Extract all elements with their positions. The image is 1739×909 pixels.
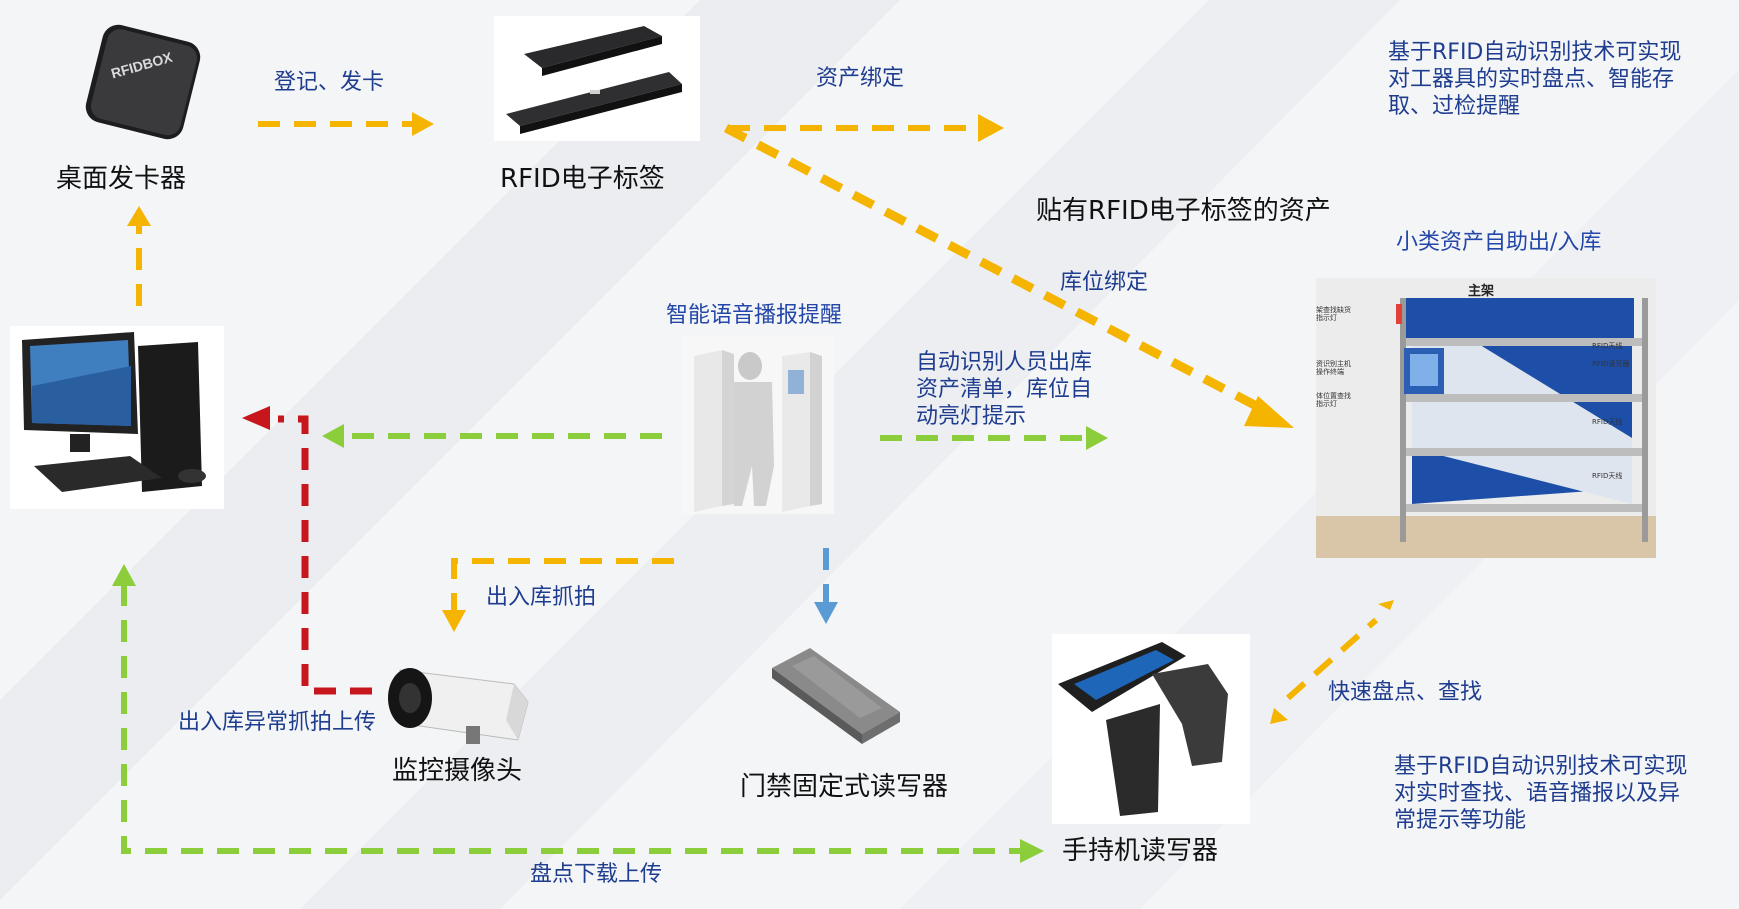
shelf-right-label: RFID天线 — [1592, 472, 1623, 480]
capture-label: 出入库抓拍 — [486, 585, 597, 610]
abnormal-upload-label: 出入库异常抓拍上传 — [178, 710, 377, 735]
top-right-note: 基于RFID自动识别技术可实现 对工器具的实时盘点、智能存 取、过检提醒 — [1388, 40, 1682, 119]
auto-identify-label: 自动识别人员出库 资产清单，库位自 动亮灯提示 — [916, 350, 1093, 429]
gate-reader-device — [772, 648, 900, 744]
handheld-reader-label: 手持机读写器 — [1062, 836, 1219, 866]
rfid-tag-device — [494, 16, 700, 141]
bottom-right-note: 基于RFID自动识别技术可实现 对实时查找、语音播报以及异 常提示等功能 — [1394, 754, 1688, 833]
gate-reader-label: 门禁固定式读写器 — [740, 772, 949, 802]
shelf-header: 主架 — [1468, 284, 1495, 299]
rfid-tag-label: RFID电子标签 — [500, 164, 665, 194]
quick-find-label: 快速盘点、查找 — [1328, 680, 1483, 705]
shelf-right-label: RFID读写器 — [1592, 360, 1630, 368]
card-issuer-label: 桌面发卡器 — [56, 164, 187, 194]
shelf-left-label: 资识别主机 操作终端 — [1316, 360, 1351, 377]
inventory-sync-label: 盘点下载上传 — [530, 862, 663, 887]
self-service-shelf: 主架 架查找缺货 指示灯 资识别主机 操作终端 体位置查找 指示灯 RFID天线… — [1316, 278, 1656, 558]
tagged-asset-label: 贴有RFID电子标签的资产 — [1036, 196, 1331, 226]
handheld-reader-device — [1052, 634, 1250, 824]
camera-label: 监控摄像头 — [392, 756, 523, 786]
camera-device — [388, 668, 529, 744]
location-binding-label: 库位绑定 — [1060, 270, 1149, 295]
shelf-illustration — [1316, 278, 1656, 558]
shelf-right-label: RFID天线 — [1592, 342, 1623, 350]
shelf-title: 小类资产自助出/入库 — [1396, 230, 1602, 255]
gate-label: 智能语音播报提醒 — [666, 303, 843, 328]
computer-device — [10, 326, 224, 509]
asset-binding-label: 资产绑定 — [816, 66, 905, 91]
register-issue-label: 登记、发卡 — [274, 70, 385, 95]
shelf-left-label: 体位置查找 指示灯 — [1316, 392, 1351, 409]
shelf-right-label: RFID天线 — [1592, 418, 1623, 426]
shelf-left-label: 架查找缺货 指示灯 — [1316, 306, 1351, 323]
card-issuer-device: RFIDBOX — [85, 24, 201, 140]
smart-gate-device — [682, 336, 834, 514]
